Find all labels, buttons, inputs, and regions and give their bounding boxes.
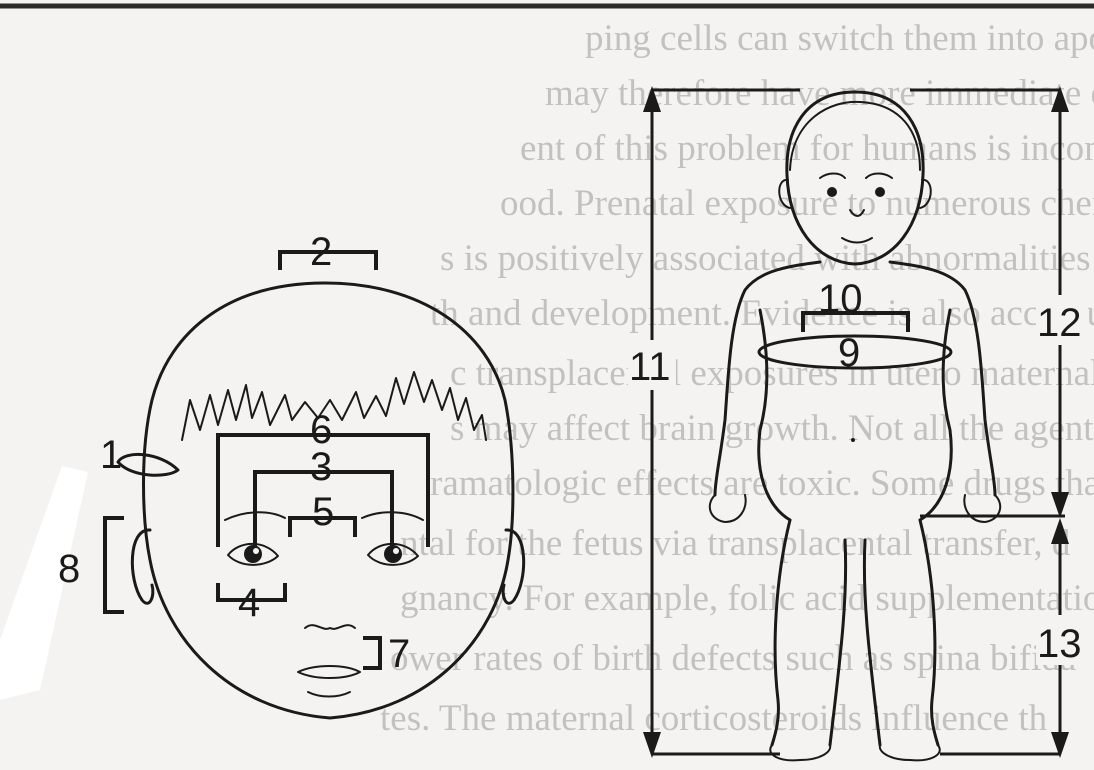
label-11: 11 [629, 345, 671, 389]
bg-line: tes. The maternal corticosteroids influe… [380, 698, 1048, 739]
label-2: 2 [310, 230, 332, 274]
left-ear [132, 530, 153, 603]
label-10: 10 [818, 277, 863, 321]
label-7: 7 [388, 632, 410, 676]
label-13: 13 [1037, 622, 1082, 666]
label-4: 4 [238, 581, 260, 625]
label-6: 6 [310, 408, 332, 452]
measure-7-bracket [365, 638, 380, 668]
label-12: 12 [1037, 301, 1082, 345]
measure-8-bracket [105, 518, 122, 612]
background-text: ping cells can switch them into apoptoti… [380, 18, 1094, 739]
label-9: 9 [838, 331, 860, 375]
body-foot-right [880, 745, 940, 760]
hair [182, 372, 486, 440]
measure-1-circumference [118, 454, 178, 475]
bg-line: ntal for the fetus via transplacental tr… [400, 523, 1071, 564]
bg-line: s may affect brain growth. Not all the a… [450, 408, 1094, 449]
nose [305, 625, 355, 629]
bg-line: ent of this problem for humans is incomp… [520, 128, 1094, 169]
label-8: 8 [58, 547, 80, 591]
label-1: 1 [100, 433, 122, 477]
bg-line: ping cells can switch them into apoptoti… [585, 18, 1094, 59]
mouth [298, 666, 360, 678]
left-eye [228, 544, 278, 565]
bg-line: may therefore have more immediate effect… [545, 73, 1094, 114]
bg-line: ower rates of birth defects such as spin… [390, 638, 1076, 679]
label-5: 5 [312, 490, 334, 534]
